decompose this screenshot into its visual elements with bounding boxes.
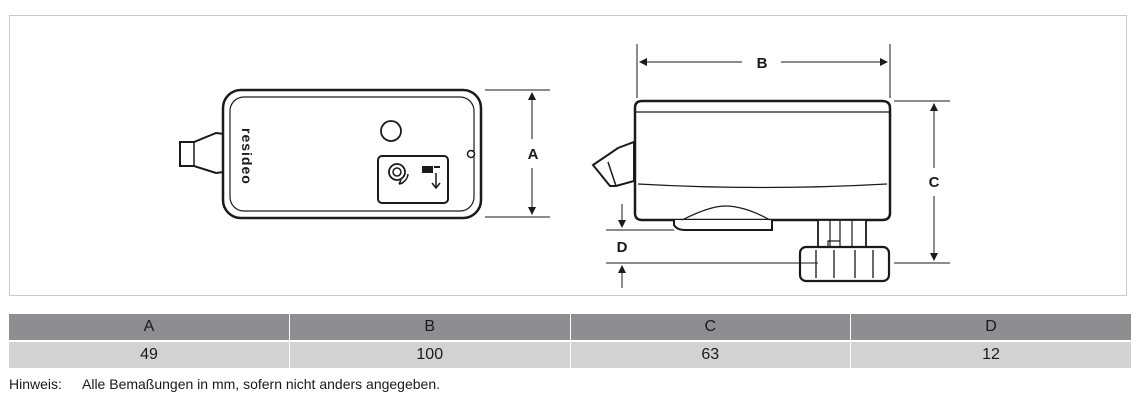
dimension-b-lines [636, 44, 891, 98]
table-header-cell: A [9, 314, 290, 341]
table-header-cell: D [850, 314, 1131, 341]
table-value-cell: 63 [569, 340, 851, 368]
footnote-text: Alle Bemaßungen in mm, sofern nicht ande… [82, 376, 440, 392]
dimension-c-label: C [929, 174, 940, 191]
brand-logo-text: resideo [239, 128, 255, 185]
dimension-a-lines [485, 89, 550, 218]
dimension-a-label: A [528, 146, 539, 163]
footnote: Hinweis: Alle Bemaßungen in mm, sofern ni… [9, 376, 440, 392]
side-view [591, 99, 892, 283]
technical-drawing: resideo A [9, 15, 1127, 296]
table-value-cell: 12 [850, 340, 1131, 368]
dimension-c-lines [894, 100, 950, 264]
dimension-b-label: B [757, 55, 768, 72]
table-row: 49 100 63 12 [9, 340, 1131, 368]
table-header-cell: B [289, 314, 570, 341]
footnote-label: Hinweis: [9, 376, 62, 392]
drawing-svg: resideo A [179, 44, 950, 288]
table-value-cell: 100 [289, 340, 570, 368]
dimension-d-lines [606, 204, 818, 288]
table-header-row: A B C D [9, 314, 1131, 341]
top-view [179, 88, 483, 220]
dimension-table: A B C D 49 100 63 12 [9, 314, 1131, 368]
table-header-cell: C [569, 314, 851, 341]
dimension-d-label: D [617, 239, 628, 256]
table-value-cell: 49 [9, 340, 290, 368]
